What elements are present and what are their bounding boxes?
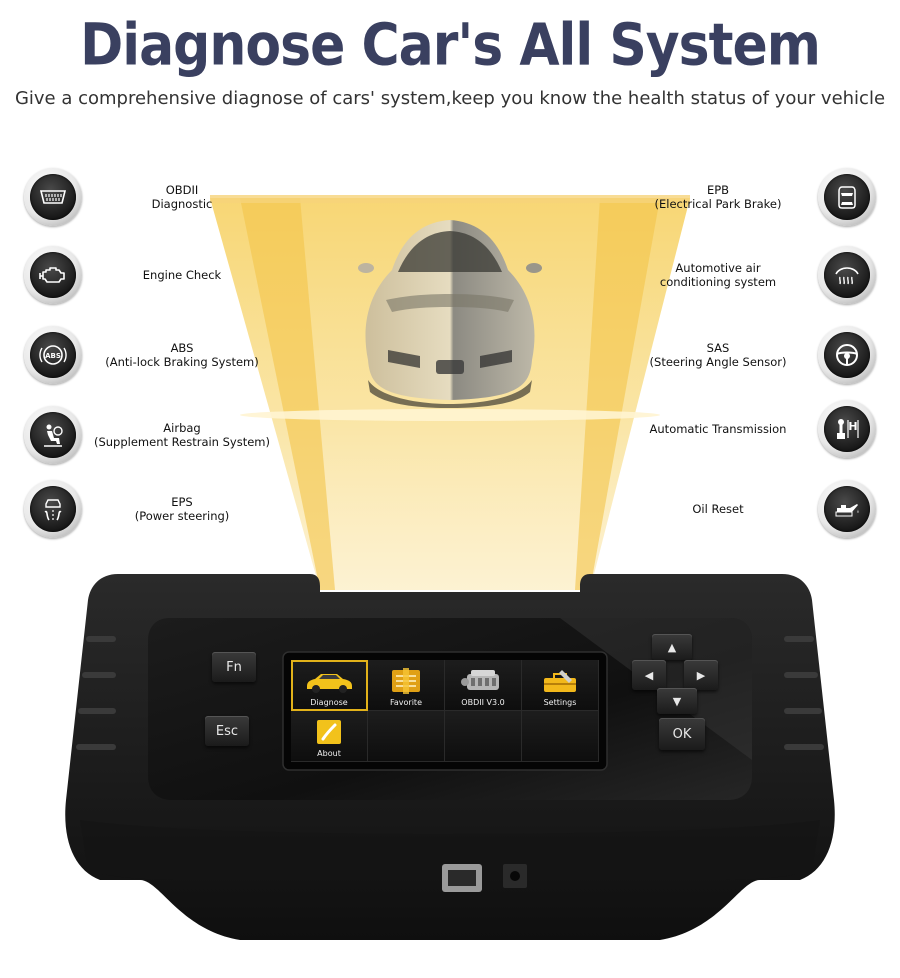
feature-label-line1: ABS	[170, 341, 194, 355]
obd-connector-icon	[39, 190, 67, 204]
feature-label-line2: (Anti-lock Braking System)	[105, 355, 259, 369]
feature-badge: H	[818, 400, 876, 458]
feature-label-line2: (Supplement Restrain System)	[93, 435, 270, 449]
steering-wheel-icon	[836, 344, 858, 366]
feature-eps: EPS(Power steering)	[24, 480, 292, 538]
power-steering-icon	[44, 499, 62, 521]
feature-label-line1: Airbag	[163, 421, 201, 435]
left-arrow-key[interactable]: ◀	[632, 660, 666, 690]
feature-label-line2: (Steering Angle Sensor)	[649, 355, 787, 369]
menu-tile-empty	[522, 711, 599, 762]
feature-badge	[24, 168, 82, 226]
up-arrow-icon: ▲	[667, 640, 677, 654]
page-subtitle: Give a comprehensive diagnose of cars' s…	[14, 88, 886, 109]
diagnostic-scanner-device	[65, 574, 835, 940]
page-title: Diagnose Car's All System	[80, 12, 821, 80]
feature-label-line1: Automatic Transmission	[649, 422, 787, 436]
svg-text:H: H	[848, 420, 857, 433]
abs-icon: ABS	[39, 345, 67, 365]
left-arrow-icon: ◀	[644, 668, 654, 682]
menu-tile-label: Diagnose	[310, 698, 348, 707]
up-arrow-key[interactable]: ▲	[652, 634, 692, 660]
menu-tile-label: Settings	[543, 698, 577, 707]
feature-label-line1: EPB	[706, 183, 730, 197]
menu-tile-settings[interactable]: Settings	[522, 660, 599, 711]
fn-key[interactable]: Fn	[212, 652, 256, 682]
feature-label-line2: (Electrical Park Brake)	[654, 197, 782, 211]
feature-sas: SAS(Steering Angle Sensor)	[608, 326, 876, 384]
feature-badge: ABS	[24, 326, 82, 384]
feature-badge	[24, 246, 82, 304]
menu-tile-empty	[445, 711, 522, 762]
feature-label-line1: OBDII	[165, 183, 199, 197]
menu-tile-label: About	[317, 749, 341, 758]
svg-text:ABS: ABS	[45, 352, 61, 360]
car-icon	[307, 674, 352, 693]
menu-tile-favorite[interactable]: Favorite	[368, 660, 445, 711]
feature-label-line1: Oil Reset	[692, 502, 744, 516]
airbag-icon	[44, 424, 63, 447]
feature-epb: EPB(Electrical Park Brake)	[608, 168, 876, 226]
about-icon	[317, 720, 341, 744]
settings-toolbox-icon	[544, 670, 576, 692]
feature-label-line1: EPS	[171, 495, 193, 509]
car-top-view-icon	[838, 186, 856, 209]
feature-badge	[818, 246, 876, 304]
feature-oil-reset: Oil Reset	[608, 480, 876, 538]
feature-label-line1: Engine Check	[142, 268, 222, 282]
menu-tile-empty	[368, 711, 445, 762]
feature-airbag: Airbag(Supplement Restrain System)	[24, 406, 292, 464]
menu-tile-diagnose[interactable]: Diagnose	[291, 660, 368, 711]
down-arrow-icon: ▼	[672, 694, 682, 708]
feature-automatic-transmission: H Automatic Transmission	[608, 400, 876, 458]
feature-label-line2: conditioning system	[659, 275, 777, 289]
feature-engine-check: Engine Check	[24, 246, 292, 304]
menu-tile-obdii[interactable]: OBDII V3.0	[445, 660, 522, 711]
feature-label-line2: (Power steering)	[134, 509, 230, 523]
feature-badge	[818, 326, 876, 384]
menu-tile-label: OBDII V3.0	[461, 698, 505, 707]
oil-can-icon	[835, 504, 859, 517]
air-conditioning-icon	[835, 267, 859, 285]
feature-badge	[818, 480, 876, 538]
device-screen-menu: Diagnose Favorite OBDII V3.0 Settings	[291, 660, 599, 762]
down-arrow-key[interactable]: ▼	[657, 688, 697, 714]
right-arrow-key[interactable]: ▶	[684, 660, 718, 690]
feature-label-line1: SAS	[706, 341, 730, 355]
feature-badge	[818, 168, 876, 226]
feature-abs: ABS ABS(Anti-lock Braking System)	[24, 326, 292, 384]
favorite-icon	[392, 668, 420, 694]
feature-label-line1: Automotive air	[675, 261, 761, 275]
ok-key[interactable]: OK	[659, 718, 705, 750]
right-arrow-icon: ▶	[696, 668, 706, 682]
engine-icon	[461, 670, 499, 690]
gear-shift-icon: H	[837, 419, 859, 439]
esc-key[interactable]: Esc	[205, 716, 249, 746]
feature-badge	[24, 480, 82, 538]
feature-label-line2: Diagnostic	[151, 197, 213, 211]
engine-check-icon	[39, 267, 65, 283]
car-illustration	[358, 220, 542, 408]
menu-tile-label: Favorite	[390, 698, 422, 707]
menu-tile-about[interactable]: About	[291, 711, 368, 762]
feature-badge	[24, 406, 82, 464]
